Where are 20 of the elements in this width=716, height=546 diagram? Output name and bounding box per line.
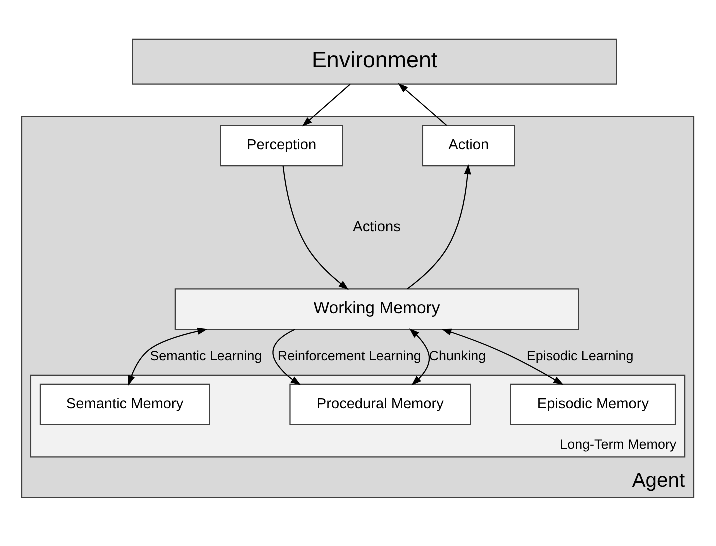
node-box: Procedural Memory — [290, 384, 472, 426]
arrow — [398, 83, 448, 126]
edge-label: Semantic Learning — [150, 348, 262, 364]
arrow — [442, 328, 564, 386]
node-box: Working Memory — [174, 288, 580, 330]
arrow — [128, 328, 208, 386]
node-box: Action — [422, 125, 516, 167]
node-box: Semantic Memory — [40, 384, 210, 426]
arrow — [407, 164, 472, 290]
arrow — [282, 166, 349, 290]
arrow — [409, 328, 430, 386]
node-box: Environment — [132, 38, 618, 85]
edge-label: Chunking — [429, 348, 486, 364]
edge-label: Reinforcement Learning — [278, 348, 422, 364]
arrow — [302, 84, 351, 127]
node-box: Perception — [220, 125, 344, 167]
arrow — [272, 329, 302, 386]
edge-label: Episodic Learning — [526, 348, 634, 364]
node-box: Episodic Memory — [510, 384, 676, 426]
label: Actions — [353, 219, 401, 236]
